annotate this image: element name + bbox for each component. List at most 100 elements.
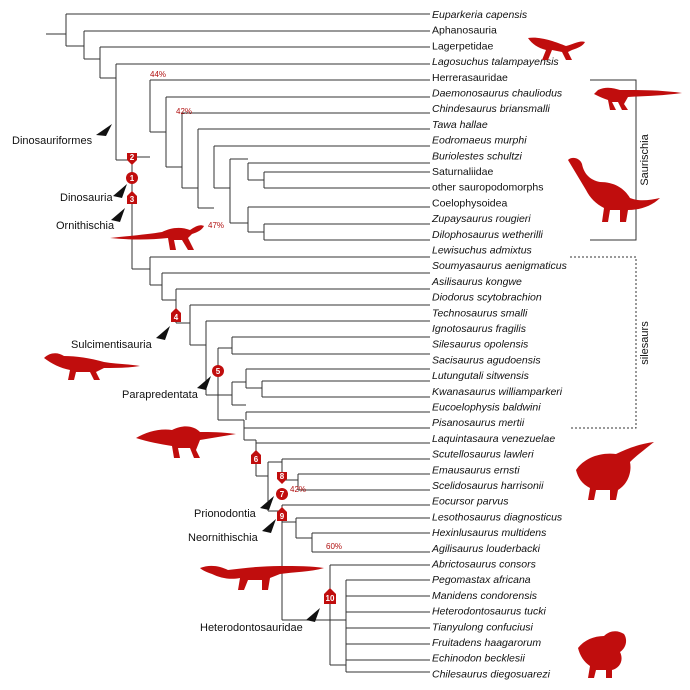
node-7-marker: 7 [276,488,288,500]
heterodontosauridae-arrow [306,608,320,622]
silesaurs-label: silesaurs [639,321,651,365]
taxon-label: Hexinlusaurus multidens [432,527,547,539]
taxon-labels: Euparkeria capensisAphanosauriaLagerpeti… [431,9,568,680]
taxon-label: Ignotosaurus fragilis [432,323,527,335]
svg-text:3: 3 [130,195,135,204]
taxon-label: Aphanosauria [432,25,497,37]
svg-text:6: 6 [254,455,259,464]
ornithischia-arrow [111,208,125,222]
svg-text:9: 9 [280,512,285,521]
prionodontia-arrow [260,496,274,510]
taxon-label: Silesaurus opolensis [432,339,529,351]
taxon-label: Eucoelophysis baldwini [432,402,541,414]
taxon-label: Lagosuchus talampayensis [432,56,559,68]
taxon-label: Lagerpetidae [432,40,493,52]
taxon-label: Scutellosaurus lawleri [432,449,534,461]
svg-text:2: 2 [130,153,135,162]
taxon-label: Eocursor parvus [432,496,509,508]
sauropodomorph-silhouette [568,157,660,222]
node-1-marker: 1 [126,172,138,184]
prionodontia-label: Prionodontia [194,508,257,520]
sulcimentisauria-label: Sulcimentisauria [71,339,153,351]
dinosauriformes-arrow [96,124,112,136]
parapredentata-arrow [197,376,211,390]
heterodontosauridae-label: Heterodontosauridae [200,622,303,634]
taxon-label: Tawa hallae [432,119,488,131]
taxon-label: Coelophysoidea [432,197,507,209]
support-60: 60% [326,542,342,551]
taxon-label: Kwanasaurus williamparkeri [432,386,563,398]
taxon-label: Asilisaurus kongwe [431,276,522,288]
taxon-label: Scelidosaurus harrisonii [432,480,544,492]
svg-text:5: 5 [216,367,221,376]
neornithischia-label: Neornithischia [188,532,259,544]
neornithischia-arrow [262,519,276,533]
taxon-label: Fruitadens haagarorum [432,637,541,649]
lagerpetid-silhouette [528,37,585,60]
node-3-marker: 3 [127,191,137,204]
svg-text:1: 1 [130,174,135,183]
neornithischian-silhouette [200,565,324,590]
taxon-label: Tianyulong confuciusi [432,621,534,633]
taxon-label: Dilophosaurus wetherilli [432,229,544,241]
theropod-silhouette [110,225,204,250]
taxon-label: Pegomastax africana [432,574,531,586]
silhouettes [44,37,682,678]
taxon-label: Emausaurus ernsti [432,464,520,476]
node-markers: 2 1 3 4 5 6 8 [126,153,336,604]
taxon-label: Herrerasauridae [432,72,508,84]
parapredentata-label: Parapredentata [122,389,199,401]
support-42a: 42% [176,107,192,116]
taxon-label: Daemonosaurus chauliodus [432,88,563,100]
dinosauriformes-label: Dinosauriformes [12,135,93,147]
taxon-label: Zupaysaurus rougieri [431,213,531,225]
node-10-marker: 10 [324,588,336,604]
svg-text:10: 10 [326,594,335,603]
taxon-label: Heterodontosaurus tucki [432,606,546,618]
svg-text:8: 8 [280,472,285,481]
taxon-label: Lesothosaurus diagnosticus [432,511,563,523]
dinosauria-label: Dinosauria [60,192,113,204]
ornithischia-label: Ornithischia [56,220,115,232]
node-9-marker: 9 [277,507,287,521]
taxon-label: Diodorus scytobrachion [432,292,542,304]
taxon-label: Euparkeria capensis [432,9,528,21]
support-44: 44% [150,70,166,79]
herrerasaurid-silhouette [594,87,682,110]
taxon-label: Laquintasaura venezuelae [432,433,555,445]
clade-pointers: Dinosauriformes Dinosauria Ornithischia … [12,124,320,634]
heterodontosaurid-silhouette [578,631,627,678]
support-47: 47% [208,221,224,230]
taxon-label: Manidens condorensis [432,590,538,602]
taxon-label: Pisanosaurus mertii [432,417,525,429]
taxon-label: Abrictosaurus consors [431,559,537,571]
taxon-label: Lewisuchus admixtus [432,245,533,257]
taxon-label: Lutungutali sitwensis [432,370,530,382]
node-2-marker: 2 [127,153,137,165]
taxon-label: Technosaurus smalli [432,307,528,319]
taxon-label: Eodromaeus murphi [432,135,527,147]
taxon-label: Soumyasaurus aenigmaticus [432,260,568,272]
support-42b: 42% [290,485,306,494]
svg-text:4: 4 [174,313,179,322]
taxon-label: Agilisaurus louderbacki [431,543,541,555]
taxon-label: other sauropodomorphs [432,182,544,194]
node-5-marker: 5 [212,365,224,377]
silesaurs-bracket: silesaurs [570,256,651,429]
taxon-label: Sacisaurus agudoensis [432,354,541,366]
thyreophoran-silhouette [576,442,654,500]
svg-text:7: 7 [280,490,285,499]
taxon-label: Echinodon becklesii [432,653,525,665]
taxon-label: Chilesaurus diegosuarezi [432,668,551,680]
saurischia-label: Saurischia [639,133,651,185]
pisanosaurus-silhouette [136,426,236,458]
silesaur-silhouette [44,353,140,380]
node-8-marker: 8 [277,472,287,484]
taxon-label: Chindesaurus briansmalli [432,103,551,115]
taxon-label: Buriolestes schultzi [432,150,523,162]
branches [46,13,430,673]
sulcimentisauria-arrow [156,326,170,340]
dinosauria-arrow [113,184,127,198]
node-4-marker: 4 [171,308,181,322]
